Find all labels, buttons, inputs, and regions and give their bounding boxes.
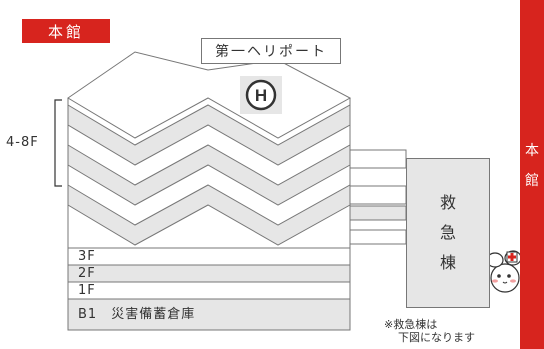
roof-band [67, 184, 351, 246]
heliport-label: 第一ヘリポート [215, 44, 327, 60]
floor-number: 3F [78, 249, 96, 264]
main-building-tag-label: 本館 [47, 22, 84, 41]
corridor [349, 205, 407, 221]
floor-label-b1: B1 災害備蓄倉庫 [78, 306, 195, 323]
emergency-char: 急 [439, 223, 456, 242]
corridor [349, 185, 407, 205]
floor-number: 2F [78, 266, 96, 281]
side-label: 本 館 [520, 141, 544, 201]
floor-label-2f: 2F [78, 265, 96, 282]
floor-label-3f: 3F [78, 248, 96, 265]
corridor [349, 229, 407, 245]
side-label-char: 本 [525, 143, 539, 159]
floor-number: 1F [78, 283, 96, 298]
corridor [349, 149, 407, 169]
side-label-char: 館 [525, 173, 539, 189]
footnote: ※救急棟は 下図になります [384, 318, 475, 344]
nurse-mascot-icon [486, 250, 522, 293]
floor-label-1f: 1F [78, 282, 96, 299]
main-building-tag: 本館 [22, 19, 110, 43]
floor-row-3f [67, 247, 351, 266]
floor-row-1f [67, 281, 351, 300]
floor-range-label: 4-8F [6, 135, 39, 150]
footnote-line-1: ※救急棟は [384, 318, 438, 331]
side-bar [520, 0, 544, 349]
footnote-line-2: 下図になります [398, 331, 475, 344]
emergency-char: 棟 [439, 253, 456, 272]
floor-note: 災害備蓄倉庫 [111, 307, 196, 322]
floor-row-2f [67, 264, 351, 283]
floor-number: B1 [78, 307, 98, 322]
heliport-marker-label: H [255, 86, 267, 105]
heliport-marker: H [240, 76, 282, 114]
emergency-building: 救 急 棟 [406, 158, 490, 308]
heliport-label-box: 第一ヘリポート [201, 38, 341, 64]
emergency-char: 救 [439, 193, 456, 212]
floor-range-bracket [54, 99, 62, 187]
floor-row-b1 [67, 298, 351, 331]
